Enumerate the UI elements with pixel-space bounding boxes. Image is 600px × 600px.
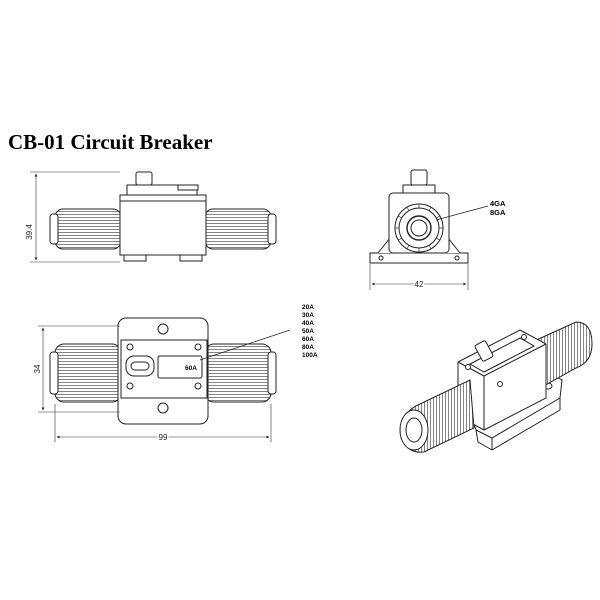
side-width-dimension [369,264,469,290]
rating-leader-line [199,329,291,361]
gauge-label-8ga: 8GA [490,208,506,217]
side-base-plate [369,252,469,264]
rating-40a: 40A [302,320,314,327]
gauge-leader-line [435,205,489,221]
rating-20a: 20A [302,304,314,311]
mount-hole-top [157,323,169,335]
front-view [49,171,277,262]
top-rating-window [157,355,203,379]
rating-center-label: 60A [185,365,197,372]
rating-60a: 60A [302,336,314,343]
iso-reset-button [474,340,494,362]
front-height-dimension [30,171,120,263]
mount-hole-bottom [157,402,169,414]
ratings-list: 20A 30A 40A 50A 60A 80A 100A [302,304,318,359]
drawing-title: CB-01 Circuit Breaker [8,130,213,154]
front-body [119,194,207,256]
iso-terminal [405,417,423,443]
gauge-label-4ga: 4GA [490,199,506,208]
top-height-dimension [38,325,120,413]
front-reset-button [135,171,153,186]
top-right-cap [204,343,272,403]
rating-30a: 30A [302,312,314,319]
front-left-cap [54,208,122,250]
top-height-label: 34 [33,364,42,373]
isometric-view [399,321,593,453]
top-length-label: 99 [159,433,168,442]
front-right-cap [204,208,272,250]
rating-100a: 100A [302,352,318,359]
top-left-cap [54,343,122,403]
side-reset-button [410,169,428,186]
rating-80a: 80A [302,344,314,351]
rating-50a: 50A [302,328,314,335]
side-width-label: 42 [415,280,424,289]
front-height-label: 39.4 [25,224,34,240]
top-length-dimension [54,404,272,442]
side-view [369,169,469,264]
top-view [49,317,277,425]
iso-right-cap [531,321,593,389]
